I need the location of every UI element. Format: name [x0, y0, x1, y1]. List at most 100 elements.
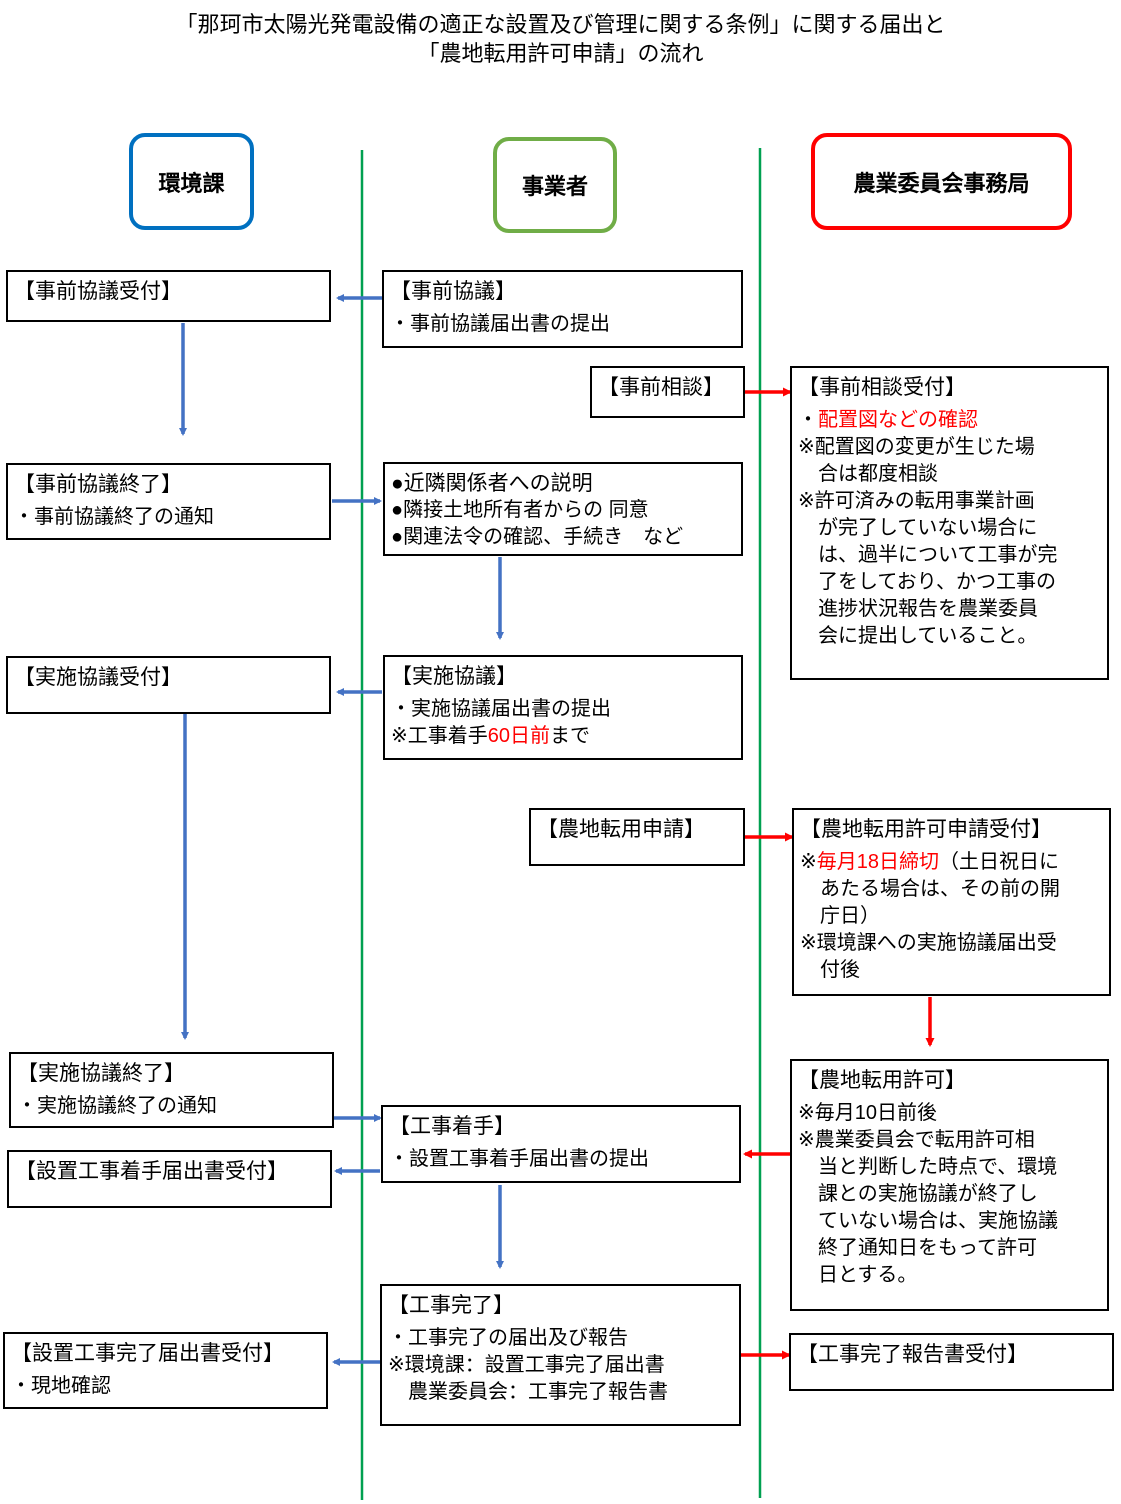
- box-line: ・実施協議終了の通知: [17, 1093, 326, 1120]
- box-line: 了をしており、かつ工事の: [798, 569, 1101, 596]
- flow-box-kanryo-hokoku-uketsuke: 【工事完了報告書受付】: [789, 1333, 1114, 1391]
- text-segment: 日とする。: [798, 1264, 918, 1286]
- text-segment: 【農地転用申請】: [537, 818, 705, 841]
- box-heading: 【実施協議受付】: [14, 664, 323, 691]
- text-segment: あたる場合は、その前の開: [800, 878, 1060, 900]
- text-segment: 【設置工事完了届出書受付】: [11, 1342, 284, 1365]
- box-line: ※農業委員会で転用許可相: [798, 1127, 1101, 1154]
- text-segment: 【事前協議終了】: [14, 473, 182, 496]
- box-line: ていない場合は、実施協議: [798, 1208, 1101, 1235]
- box-line: ・設置工事着手届出書の提出: [389, 1146, 733, 1173]
- box-line: 終了通知日をもって許可: [798, 1235, 1101, 1262]
- flow-box-chakushu-todoke-uketsuke: 【設置工事着手届出書受付】: [7, 1150, 332, 1208]
- text-segment: 【事前相談】: [598, 376, 724, 399]
- box-heading: 【農地転用申請】: [537, 816, 737, 843]
- box-heading: 【農地転用許可】: [798, 1067, 1101, 1094]
- text-segment: ・現地確認: [11, 1375, 111, 1397]
- flow-box-jizen-kyogi-shuryo: 【事前協議終了】・事前協議終了の通知: [6, 463, 331, 540]
- box-heading: 【実施協議終了】: [17, 1060, 326, 1087]
- text-segment: 了をしており、かつ工事の: [798, 571, 1056, 593]
- box-heading: 【事前協議】: [390, 278, 735, 305]
- flow-box-jisshi-kyogi-shuryo: 【実施協議終了】・実施協議終了の通知: [9, 1052, 334, 1128]
- text-segment: ・事前協議終了の通知: [14, 506, 214, 528]
- box-heading: 【設置工事完了届出書受付】: [11, 1340, 320, 1367]
- box-line: 農業委員会：工事完了報告書: [388, 1379, 733, 1406]
- box-heading: 【実施協議】: [391, 663, 735, 690]
- box-line: ・工事完了の届出及び報告: [388, 1325, 733, 1352]
- title-line-2: 「農地転用許可申請」の流れ: [417, 41, 704, 66]
- text-segment: ・実施協議届出書の提出: [391, 698, 611, 720]
- box-line: 進捗状況報告を農業委員: [798, 596, 1101, 623]
- text-segment: ・設置工事着手届出書の提出: [389, 1148, 649, 1170]
- text-segment: 庁日）: [800, 905, 880, 927]
- box-heading: 【事前協議受付】: [14, 278, 323, 305]
- text-segment: ※工事着手: [391, 725, 488, 747]
- text-segment: ※配置図の変更が生じた場: [798, 436, 1035, 458]
- box-line: ※環境課：設置工事完了届出書: [388, 1352, 733, 1379]
- flow-box-jisshi-kyogi: 【実施協議】・実施協議届出書の提出 ※工事着手60日前まで: [383, 655, 743, 760]
- box-heading: 【農地転用許可申請受付】: [800, 816, 1103, 843]
- lane-header-kankyo: 環境課: [129, 133, 254, 230]
- box-line: 合は都度相談: [798, 461, 1101, 488]
- text-segment: ●隣接土地所有者からの 同意: [391, 499, 649, 521]
- flow-box-jizen-kyogi-uketsuke: 【事前協議受付】: [6, 270, 331, 322]
- text-segment: が完了していない場合に: [798, 517, 1038, 539]
- text-segment: 農業委員会：工事完了報告書: [388, 1381, 668, 1403]
- text-segment: 【工事完了】: [388, 1294, 514, 1317]
- text-segment: 【工事着手】: [389, 1115, 515, 1138]
- text-segment: ・実施協議終了の通知: [17, 1095, 217, 1117]
- box-heading: 【設置工事着手届出書受付】: [15, 1158, 324, 1185]
- text-segment: ※環境課：設置工事完了届出書: [388, 1354, 665, 1376]
- box-heading: ●近隣関係者への説明: [391, 470, 735, 497]
- flow-box-kanryo-todoke-uketsuke: 【設置工事完了届出書受付】・現地確認: [3, 1332, 328, 1409]
- text-segment: まで: [550, 725, 591, 747]
- lane-header-jigyosha: 事業者: [493, 137, 617, 233]
- text-segment: 会に提出していること。: [798, 625, 1038, 647]
- text-segment: ・: [798, 409, 818, 431]
- text-segment: ・事前協議届出書の提出: [390, 313, 610, 335]
- text-segment: 【農地転用許可申請受付】: [800, 818, 1052, 841]
- box-line: ※配置図の変更が生じた場: [798, 434, 1101, 461]
- box-line: 課との実施協議が終了し: [798, 1181, 1101, 1208]
- text-segment: 課との実施協議が終了し: [798, 1183, 1038, 1205]
- box-line: 当と判断した時点で、環境: [798, 1154, 1101, 1181]
- box-heading: 【工事完了】: [388, 1292, 733, 1319]
- flow-box-nochi-tenyo-kyoka: 【農地転用許可】 ※毎月10日前後※農業委員会で転用許可相 当と判断した時点で、環…: [790, 1059, 1109, 1311]
- text-segment: ていない場合は、実施協議: [798, 1210, 1058, 1232]
- text-segment: 付後: [800, 959, 860, 981]
- text-segment: 合は都度相談: [798, 463, 938, 485]
- box-line: ※毎月10日前後: [798, 1100, 1101, 1127]
- text-segment: （土日祝日に: [939, 851, 1060, 873]
- text-segment: 【設置工事着手届出書受付】: [15, 1160, 288, 1183]
- flow-box-nochi-tenyo-shinsei: 【農地転用申請】: [529, 808, 745, 866]
- box-line: ・事前協議届出書の提出: [390, 311, 735, 338]
- text-segment: は、過半について工事が完: [798, 544, 1058, 566]
- box-line: は、過半について工事が完: [798, 542, 1101, 569]
- box-line: ・事前協議終了の通知: [14, 504, 323, 531]
- text-segment: ※環境課への実施協議届出受: [800, 932, 1057, 954]
- text-segment: ●近隣関係者への説明: [391, 472, 593, 495]
- highlight-text: 配置図などの確認: [818, 409, 978, 431]
- flow-box-jizen-sodan: 【事前相談】: [590, 366, 745, 418]
- flow-box-jizen-kyogi: 【事前協議】・事前協議届出書の提出: [382, 270, 743, 348]
- text-segment: 【事前相談受付】: [798, 376, 966, 399]
- title-line-1: 「那珂市太陽光発電設備の適正な設置及び管理に関する条例」に関する届出と: [175, 12, 946, 37]
- flow-box-koji-chakushu: 【工事着手】・設置工事着手届出書の提出: [381, 1105, 741, 1183]
- box-line: 会に提出していること。: [798, 623, 1101, 650]
- text-segment: 当と判断した時点で、環境: [798, 1156, 1058, 1178]
- text-segment: 【事前協議受付】: [14, 280, 182, 303]
- lane-header-nogyo: 農業委員会事務局: [811, 133, 1072, 230]
- box-line: 日とする。: [798, 1262, 1101, 1289]
- text-segment: ※許可済みの転用事業計画: [798, 490, 1035, 512]
- box-heading: 【工事完了報告書受付】: [797, 1341, 1106, 1368]
- flow-box-kinrin-setsumei: ●近隣関係者への説明●隣接土地所有者からの 同意●関連法令の確認、手続き など: [383, 462, 743, 556]
- box-line: が完了していない場合に: [798, 515, 1101, 542]
- box-heading: 【事前相談受付】: [798, 374, 1101, 401]
- box-line: ※工事着手60日前まで: [391, 723, 735, 750]
- text-segment: 進捗状況報告を農業委員: [798, 598, 1038, 620]
- box-line: 庁日）: [800, 903, 1103, 930]
- text-segment: ※: [800, 851, 817, 873]
- text-segment: 【実施協議終了】: [17, 1062, 185, 1085]
- flow-box-nochi-tenyo-shinsei-uketsuke: 【農地転用許可申請受付】※毎月18日締切（土日祝日に あたる場合は、その前の開 …: [792, 808, 1111, 996]
